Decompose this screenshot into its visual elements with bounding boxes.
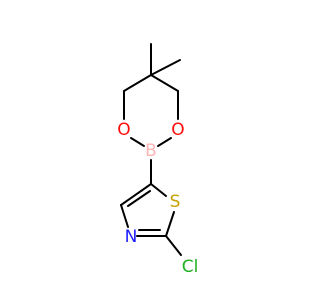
bond-n-c4 bbox=[120, 204, 129, 228]
structure-canvas: O O B S N Cl bbox=[117, 43, 199, 277]
bond-c4-c5-outer bbox=[120, 183, 152, 206]
atom-nitrogen: N bbox=[125, 227, 138, 247]
atom-chlorine: Cl bbox=[182, 257, 199, 277]
atom-oxygen-right: O bbox=[171, 120, 184, 140]
bond-o-b-right bbox=[157, 137, 172, 147]
bond-c4-c5-inner bbox=[127, 190, 151, 207]
bond-group bbox=[120, 43, 182, 256]
atom-boron: B bbox=[145, 141, 157, 161]
atom-oxygen-left: O bbox=[117, 120, 130, 140]
bond-s-c2 bbox=[165, 211, 175, 237]
bond-c5-s bbox=[150, 183, 167, 197]
bond-c5-ch2-right bbox=[150, 74, 179, 92]
bond-o-b-left bbox=[130, 137, 145, 147]
atom-sulfur: S bbox=[170, 192, 181, 212]
bond-c5-ch2-left bbox=[123, 74, 152, 92]
bond-c5-methyl-right bbox=[150, 59, 181, 76]
molecule-structure: O O B S N Cl bbox=[117, 43, 199, 277]
bond-c2-cl bbox=[165, 235, 182, 256]
